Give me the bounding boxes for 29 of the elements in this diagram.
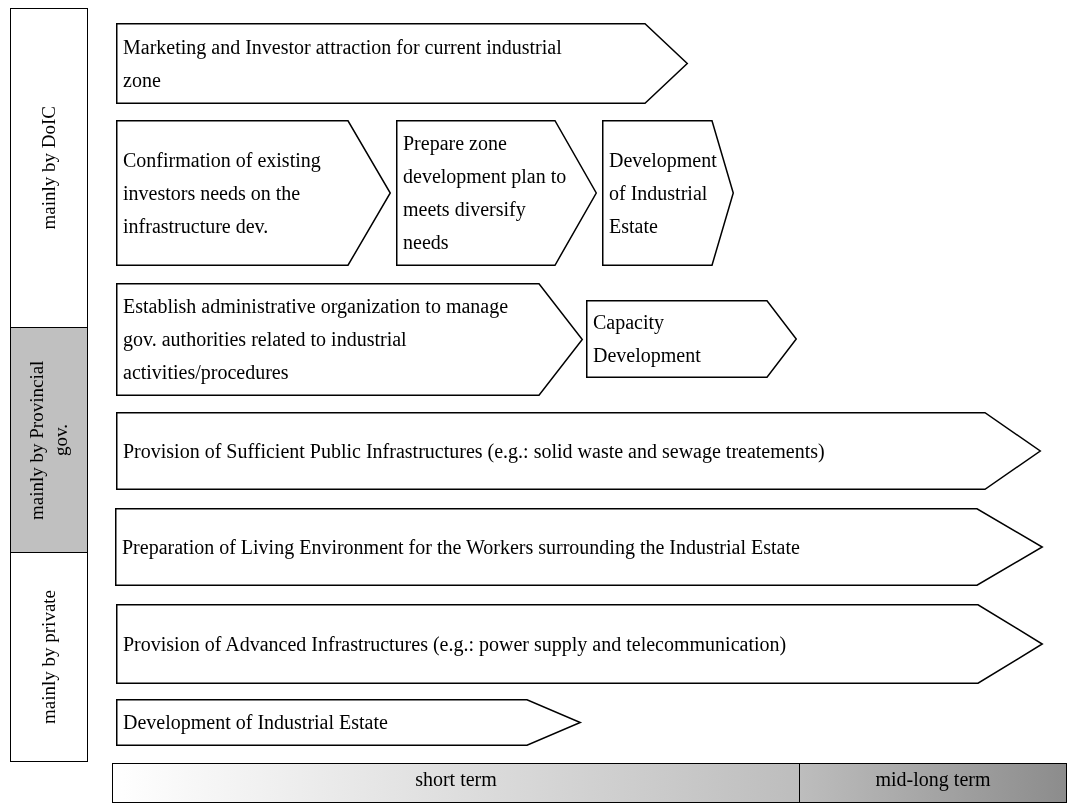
actor-band	[10, 8, 88, 328]
term-label: short term	[415, 767, 497, 792]
actor-band	[10, 552, 88, 762]
actor-label: mainly by DoIC	[37, 106, 60, 230]
term-label: mid-long term	[875, 767, 991, 793]
chevron-step	[602, 120, 734, 266]
actor-band	[10, 327, 88, 553]
chevron-step	[116, 23, 688, 104]
chevron-step	[116, 412, 1041, 490]
step-text: Capacity Development	[593, 310, 702, 369]
chevron-step	[116, 283, 583, 396]
step-text: Development of Industrial Estate	[123, 710, 389, 736]
timeline-bar	[112, 763, 800, 803]
chevron-step	[396, 120, 597, 266]
chevron-step	[115, 508, 1043, 586]
step-text: Provision of Advanced Infrastructures (e.g.: power supply and telecommunication)	[123, 631, 788, 658]
chevron-step	[116, 604, 1043, 684]
step-text: Confirmation of existing investors needs on the infrastructure dev.	[123, 147, 322, 239]
step-text: Provision of Sufficient Public Infrastructures (e.g.: solid waste and sewage treatements)	[123, 438, 826, 465]
step-text: Preparation of Living Environment for the Workers surrounding the Industrial Estate	[122, 534, 801, 561]
step-text: Prepare zone development plan to meets diversify needs	[403, 131, 568, 255]
chevron-step	[116, 120, 391, 266]
step-text: Establish administrative organization to manage gov. authorities related to industrial activities/procedures	[123, 294, 510, 386]
actor-label: mainly by Provincial gov.	[25, 359, 72, 522]
timeline-bar	[799, 763, 1067, 803]
chevron-step	[116, 699, 581, 746]
chevron-step	[586, 300, 797, 378]
actor-label: mainly by private	[37, 589, 60, 726]
step-text: Marketing and Investor attraction for current industrial zone	[123, 34, 563, 93]
